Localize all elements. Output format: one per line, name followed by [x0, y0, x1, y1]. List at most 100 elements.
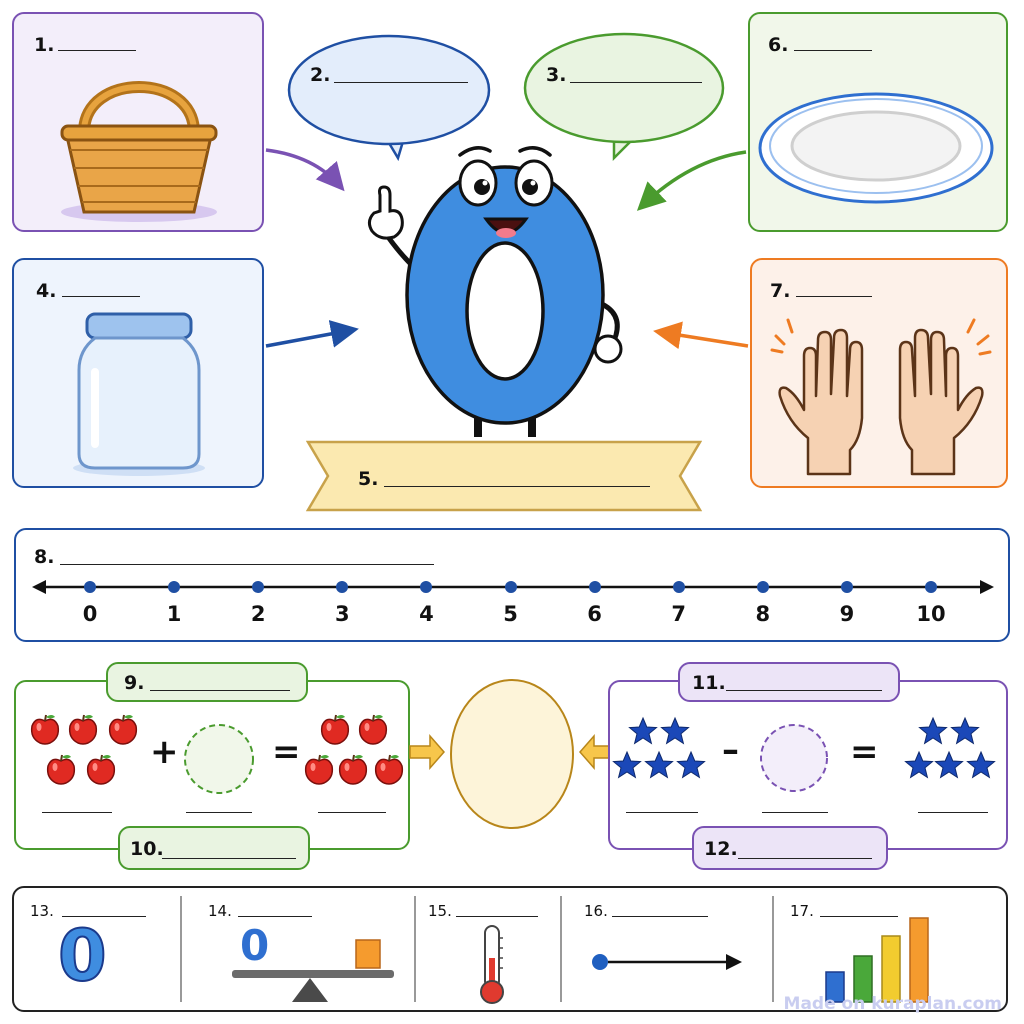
number-line-point	[756, 581, 769, 593]
star-count-blank-2[interactable]	[762, 812, 828, 813]
answer-blank-5[interactable]	[384, 486, 650, 487]
card-basket: 1.	[12, 12, 264, 232]
minus-sign: –	[722, 730, 739, 770]
star-icon	[676, 750, 706, 779]
card-jar: 4.	[12, 258, 264, 488]
answer-blank-12[interactable]	[738, 858, 872, 859]
divider-1	[180, 896, 182, 1002]
arrow-icon	[592, 954, 742, 970]
center-answer-oval[interactable]	[404, 676, 620, 836]
answer-blank-17[interactable]	[820, 916, 898, 917]
watermark: Made on kuraplan.com	[783, 994, 1002, 1014]
banner-5	[306, 440, 702, 512]
number-line-point	[252, 581, 265, 593]
answer-blank-7[interactable]	[796, 296, 872, 297]
number-line-tick-label: 3	[334, 602, 350, 626]
label-pill-12	[692, 826, 888, 870]
number-line-point	[588, 581, 601, 593]
basket-icon	[60, 81, 218, 222]
bar-chart-icon	[825, 917, 929, 1003]
card-plate: 6.	[748, 12, 1008, 232]
answer-blank-1[interactable]	[58, 50, 136, 51]
number-line-point	[672, 581, 685, 593]
star-icon	[660, 716, 690, 745]
number-line-tick-label: 2	[250, 602, 266, 626]
star-icon	[628, 716, 658, 745]
missing-apples-circle[interactable]	[182, 722, 256, 796]
label-3: 3.	[546, 64, 567, 86]
plate-icon	[758, 92, 994, 204]
star-icon	[904, 750, 934, 779]
apple-count-blank-3[interactable]	[318, 812, 386, 813]
jar-icon	[73, 312, 205, 476]
answer-blank-10[interactable]	[162, 858, 296, 859]
answer-blank-14[interactable]	[238, 916, 312, 917]
answer-blank-3[interactable]	[570, 82, 702, 83]
missing-stars-circle[interactable]	[758, 722, 830, 794]
answer-blank-9[interactable]	[150, 690, 290, 691]
open-hands-icon	[770, 318, 992, 476]
star-icon	[934, 750, 964, 779]
answer-blank-6[interactable]	[794, 50, 872, 51]
number-line-tick-label: 9	[839, 602, 855, 626]
apple-icon	[108, 714, 138, 745]
apple-icon	[86, 754, 116, 785]
number-line-tick-label: 4	[419, 602, 434, 626]
equals-sign-add: =	[272, 732, 301, 772]
label-16: 16.	[584, 902, 608, 920]
answer-blank-16[interactable]	[612, 916, 708, 917]
label-9: 9.	[124, 672, 145, 694]
label-1: 1.	[34, 34, 55, 56]
label-17: 17.	[790, 902, 814, 920]
star-count-blank-3[interactable]	[918, 812, 988, 813]
star-icon	[950, 716, 980, 745]
label-2: 2.	[310, 64, 331, 86]
label-10: 10.	[130, 838, 164, 860]
label-12: 12.	[704, 838, 738, 860]
number-line-point	[840, 581, 853, 593]
star-icon	[644, 750, 674, 779]
number-line-point	[420, 581, 433, 593]
label-15: 15.	[428, 902, 452, 920]
label-13: 13.	[30, 902, 54, 920]
apple-icon	[68, 714, 98, 745]
divider-4	[772, 896, 774, 1002]
zero-mascot-icon	[367, 146, 623, 437]
label-pill-9	[106, 662, 308, 702]
answer-blank-4[interactable]	[62, 296, 140, 297]
seesaw-zero-digit: 0	[240, 921, 270, 970]
apple-icon	[358, 714, 388, 745]
label-6: 6.	[768, 34, 789, 56]
label-7: 7.	[770, 280, 791, 302]
apple-count-blank-1[interactable]	[42, 812, 112, 813]
number-line-tick-label: 5	[503, 602, 518, 626]
label-14: 14.	[208, 902, 232, 920]
label-4: 4.	[36, 280, 57, 302]
plus-sign: +	[150, 732, 179, 772]
number-line-point	[168, 581, 181, 593]
seesaw-icon	[232, 939, 394, 1002]
number-line-tick-label: 6	[587, 602, 602, 626]
star-icon	[918, 716, 948, 745]
star-icon	[966, 750, 996, 779]
number-line-tick-label: 1	[166, 602, 182, 626]
number-line-tick-label: 0	[82, 602, 98, 626]
answer-blank-15[interactable]	[456, 916, 538, 917]
big-zero-digit: 0	[57, 915, 108, 997]
number-line-point	[84, 581, 96, 593]
card-hands: 7.	[750, 258, 1008, 488]
apple-icon	[46, 754, 76, 785]
answer-blank-2[interactable]	[334, 82, 468, 83]
speech-bubble-3	[523, 32, 725, 162]
answer-blank-8[interactable]	[60, 564, 434, 565]
star-icon	[612, 750, 642, 779]
number-line-point	[336, 581, 349, 593]
apple-icon	[320, 714, 350, 745]
star-count-blank-1[interactable]	[626, 812, 698, 813]
number-line-tick-label: 7	[671, 602, 686, 626]
answer-blank-13[interactable]	[62, 916, 146, 917]
answer-blank-11[interactable]	[726, 690, 882, 691]
apple-icon	[304, 754, 334, 785]
label-8: 8.	[34, 546, 55, 568]
apple-count-blank-2[interactable]	[186, 812, 252, 813]
